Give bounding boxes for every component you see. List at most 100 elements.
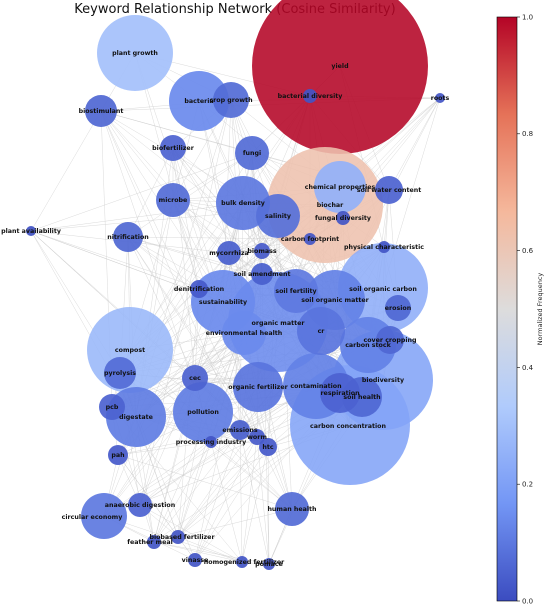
node-pcb bbox=[99, 394, 125, 420]
node-yield bbox=[252, 0, 428, 154]
node-label: biostimulant bbox=[79, 108, 124, 115]
node-label: environmental health bbox=[206, 330, 283, 337]
node-physical-characteristic bbox=[378, 241, 390, 253]
node-label: respiration bbox=[320, 390, 359, 397]
network-edge bbox=[100, 110, 258, 438]
network-edge bbox=[153, 541, 270, 565]
node-cover-cropping bbox=[376, 326, 404, 354]
node-fungi bbox=[235, 136, 269, 170]
node-label: htc bbox=[262, 444, 273, 451]
node-human-health bbox=[275, 492, 309, 526]
node-label: processing industry bbox=[176, 439, 246, 446]
network-edge bbox=[103, 99, 232, 517]
node-biostimulant bbox=[85, 95, 117, 127]
node-label: contamination bbox=[290, 383, 341, 390]
network-edge bbox=[241, 436, 258, 563]
node-label: soil organic matter bbox=[301, 297, 369, 304]
node-label: anaerobic digestion bbox=[105, 502, 175, 509]
colorbar-gradient bbox=[496, 16, 518, 602]
network-edge bbox=[153, 541, 243, 563]
node-circular-economy bbox=[81, 493, 127, 539]
colorbar-tick-label: 0.0 bbox=[522, 597, 533, 605]
network-edge bbox=[256, 436, 270, 565]
node-label: bacteria bbox=[184, 98, 213, 105]
node-label: cec bbox=[189, 375, 201, 382]
node-label: biobased fertilizer bbox=[149, 534, 215, 541]
node-label: worm bbox=[247, 434, 267, 441]
node-microbe bbox=[156, 183, 190, 217]
node-biofertilizer bbox=[160, 135, 186, 161]
node-label: soil organic carbon bbox=[349, 286, 417, 293]
node-label: pah bbox=[111, 452, 124, 459]
node-cec bbox=[182, 365, 208, 391]
network-edge bbox=[100, 110, 241, 431]
node-label: emissions bbox=[222, 427, 257, 434]
node-pyrolysis bbox=[104, 357, 136, 389]
node-label: organic fertilizer bbox=[228, 384, 288, 391]
node-label: organic matter bbox=[252, 320, 306, 327]
network-edge bbox=[172, 147, 200, 290]
node-label: digestate bbox=[119, 414, 153, 421]
node-homogenized-fertilizer bbox=[236, 556, 248, 568]
node-worm bbox=[249, 429, 265, 445]
node-organic-fertilizer bbox=[233, 362, 283, 412]
network-edge bbox=[194, 559, 270, 565]
network-edge bbox=[127, 236, 258, 438]
node-label: biochar bbox=[317, 202, 344, 209]
node-pah bbox=[108, 445, 128, 465]
node-chemical-properties bbox=[314, 161, 366, 213]
network-edge bbox=[177, 508, 293, 538]
node-layer bbox=[26, 0, 445, 570]
node-label: mycorrhiza bbox=[209, 250, 249, 257]
node-roots bbox=[435, 93, 445, 103]
network-edge bbox=[100, 110, 230, 254]
node-mycorrhiza bbox=[217, 241, 241, 265]
colorbar-label: Normalized Frequency bbox=[536, 273, 544, 346]
node-label: plant availability bbox=[1, 228, 61, 235]
node-nitrification bbox=[113, 222, 143, 252]
network-edge bbox=[177, 446, 269, 538]
colorbar-tick-label: 0.4 bbox=[522, 364, 534, 372]
node-soil-fertility bbox=[274, 269, 318, 313]
network-edge bbox=[30, 152, 253, 232]
node-pomace bbox=[263, 558, 275, 570]
node-salinity bbox=[256, 194, 300, 238]
network-edge bbox=[177, 536, 243, 563]
network-edge bbox=[194, 446, 269, 561]
network-edge bbox=[241, 446, 269, 563]
network-edge bbox=[153, 441, 212, 543]
node-biobased-fertilizer bbox=[171, 530, 185, 544]
node-label: microbe bbox=[159, 197, 188, 204]
network-edge bbox=[388, 97, 441, 191]
node-crop-growth bbox=[213, 82, 249, 118]
node-label: feather meal bbox=[127, 539, 173, 546]
node-htc bbox=[259, 438, 277, 456]
network-edge bbox=[194, 429, 241, 561]
node-label: crop growth bbox=[209, 97, 252, 104]
node-label: carbon footprint bbox=[281, 236, 339, 243]
node-denitrification bbox=[190, 280, 208, 298]
node-label: roots bbox=[431, 95, 450, 102]
node-label: circular economy bbox=[62, 514, 123, 521]
network-edge bbox=[117, 441, 212, 456]
node-cr bbox=[297, 307, 345, 355]
node-label: soil health bbox=[343, 394, 380, 401]
node-label: plant growth bbox=[112, 50, 158, 57]
network-edge bbox=[100, 110, 204, 413]
node-label: chemical properties bbox=[305, 184, 376, 191]
node-emissions bbox=[230, 420, 250, 440]
node-label: bacterial diversity bbox=[278, 93, 343, 100]
colorbar-tick-label: 1.0 bbox=[522, 13, 533, 21]
node-label: denitrification bbox=[174, 286, 224, 293]
network-edge bbox=[177, 441, 212, 538]
node-respiration bbox=[320, 373, 360, 413]
node-bacteria bbox=[169, 71, 229, 131]
network-edge bbox=[210, 441, 243, 563]
network-edge bbox=[134, 52, 200, 290]
node-plant-growth bbox=[97, 15, 173, 91]
node-bacterial-diversity bbox=[303, 89, 317, 103]
node-label: salinity bbox=[265, 213, 291, 220]
node-label: yield bbox=[331, 63, 348, 70]
